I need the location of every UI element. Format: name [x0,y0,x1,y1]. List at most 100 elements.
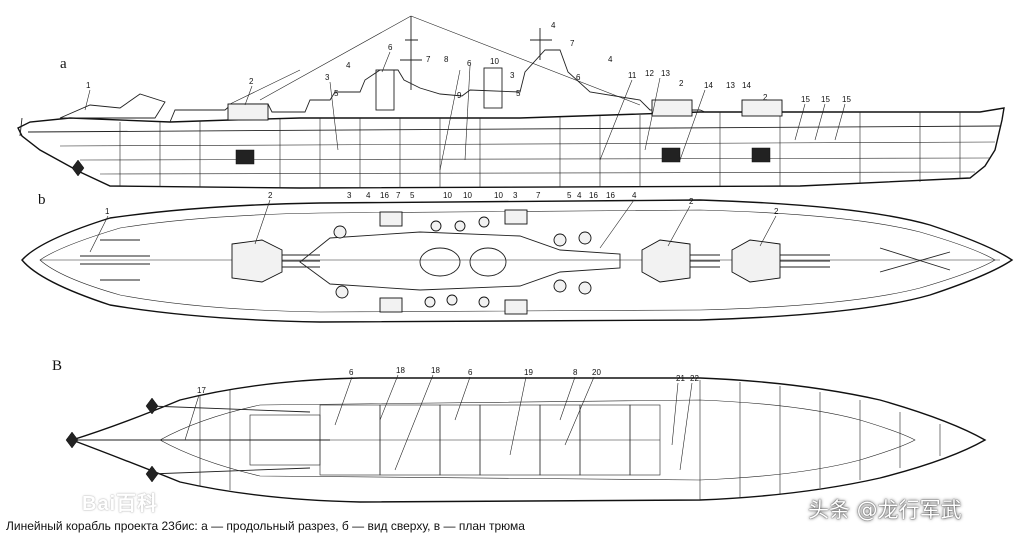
view-b-callouts: 1 2 3 4 16 7 5 10 10 10 3 7 5 4 16 16 4 … [105,191,779,216]
svg-text:10: 10 [490,57,499,66]
svg-text:14: 14 [742,81,751,90]
svg-text:19: 19 [524,368,533,377]
svg-text:4: 4 [577,191,582,200]
svg-text:12: 12 [645,69,654,78]
svg-text:18: 18 [396,366,405,375]
svg-text:1: 1 [86,81,91,90]
svg-text:7: 7 [396,191,401,200]
view-c-inner-bottom [159,399,916,481]
turret-icon [741,99,783,117]
view-b-leader-lines [89,199,777,253]
svg-text:2: 2 [689,197,694,206]
main-turret-icon [641,239,720,283]
svg-text:7: 7 [426,55,431,64]
svg-text:2: 2 [774,207,779,216]
barbette-icon [751,147,771,163]
figure-caption: Линейный корабль проекта 23бис: а — прод… [6,519,525,533]
svg-text:13: 13 [661,69,670,78]
svg-text:4: 4 [608,55,613,64]
svg-text:8: 8 [444,55,449,64]
svg-text:13: 13 [726,81,735,90]
view-a-label: а [60,56,67,72]
rigging-line [229,15,641,106]
svg-text:22: 22 [690,374,699,383]
view-a-leader-lines [84,51,846,171]
svg-text:5: 5 [410,191,415,200]
svg-text:5: 5 [516,89,521,98]
svg-text:3: 3 [325,73,330,82]
svg-text:8: 8 [573,368,578,377]
view-b-hull [21,199,1014,323]
svg-text:7: 7 [536,191,541,200]
svg-text:21: 21 [676,374,685,383]
svg-text:6: 6 [467,59,472,68]
stern-icon [19,117,23,137]
svg-text:16: 16 [589,191,598,200]
view-a-superstructure [169,49,706,123]
view-b-label: b [38,192,46,208]
svg-text:14: 14 [704,81,713,90]
view-c-hull [69,377,987,503]
svg-text:6: 6 [468,368,473,377]
svg-text:15: 15 [842,95,851,104]
funnel-icon [483,67,503,109]
baidu-watermark: Bai百科 [82,493,159,515]
view-a-deck-line [99,171,976,175]
svg-text:4: 4 [346,61,351,70]
svg-text:2: 2 [763,93,768,102]
svg-text:20: 20 [592,368,601,377]
svg-text:2: 2 [679,79,684,88]
view-a-deck-line [27,125,1001,133]
svg-text:17: 17 [197,386,206,395]
view-b-superstructure [299,231,621,291]
view-c-hold-plan: В 17 6 18 [52,358,987,503]
svg-text:1: 1 [105,207,110,216]
anchor-chain-icon [879,247,951,273]
svg-text:16: 16 [606,191,615,200]
svg-text:2: 2 [268,191,273,200]
view-b-top-view: b [21,191,1014,323]
toutiao-watermark: 头条 @龙行军武 [808,498,962,522]
svg-text:3: 3 [347,191,352,200]
view-a-deck-line [79,157,991,161]
svg-text:9: 9 [457,91,462,100]
svg-text:4: 4 [366,191,371,200]
svg-text:3: 3 [510,71,515,80]
svg-text:4: 4 [632,191,637,200]
propeller-shaft-icons [65,397,330,483]
turret-icon [651,99,693,117]
main-turret-icon [731,239,830,283]
view-a-hull [17,107,1005,189]
svg-text:11: 11 [628,71,637,80]
view-a-frames [119,112,961,188]
svg-text:10: 10 [494,191,503,200]
catapult-icon [80,239,150,281]
svg-text:10: 10 [463,191,472,200]
svg-text:7: 7 [570,39,575,48]
mast-icon [530,28,552,60]
mast-icon [400,16,422,90]
svg-text:10: 10 [443,191,452,200]
svg-text:4: 4 [551,21,556,30]
view-b-deck-edge [39,209,996,313]
view-a-callouts: 1 2 3 4 5 6 7 8 6 10 3 4 5 6 7 4 9 11 12… [86,21,851,104]
barbette-icon [235,149,255,165]
svg-text:18: 18 [431,366,440,375]
svg-text:16: 16 [380,191,389,200]
svg-text:5: 5 [334,89,339,98]
main-turret-icon [231,239,320,283]
secondary-turret-icons [333,209,592,315]
svg-text:15: 15 [821,95,830,104]
view-a-deck-line [59,141,996,147]
view-a-longitudinal-section: а [17,15,1005,189]
svg-text:15: 15 [801,95,810,104]
svg-text:5: 5 [567,191,572,200]
view-c-callouts: 17 6 18 18 6 19 8 20 21 22 [197,366,699,395]
funnel-icon [375,69,395,111]
svg-text:6: 6 [388,43,393,52]
svg-text:3: 3 [513,191,518,200]
funnel-icon [469,247,507,277]
propeller-icon [71,159,85,177]
turret-icon [227,103,269,121]
